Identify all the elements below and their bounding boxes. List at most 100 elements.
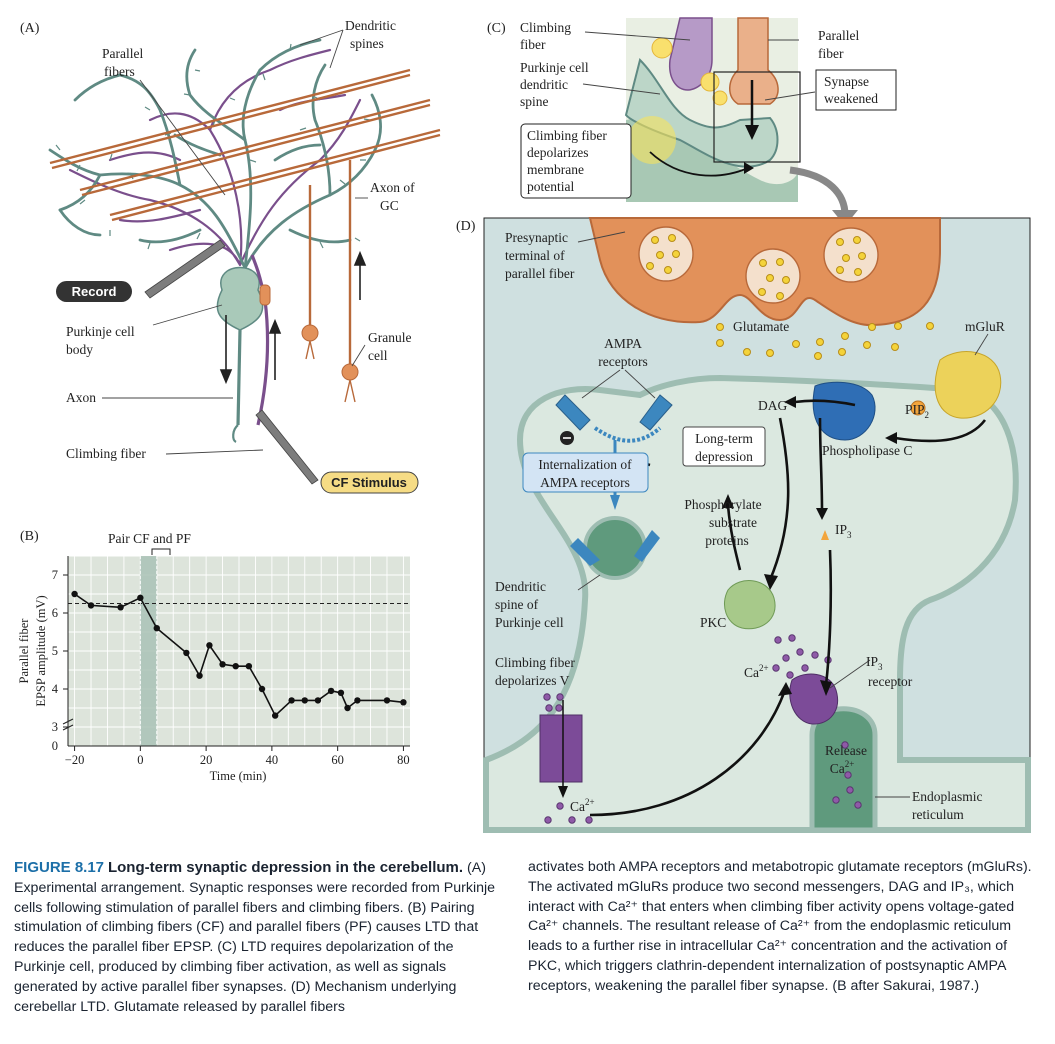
clathrin-pit [593, 426, 662, 443]
glutamate-dot [792, 340, 800, 348]
axis-break-marker [62, 718, 74, 731]
dendritic-spine-texture [55, 43, 371, 250]
calcium-ion [841, 741, 849, 749]
record-electrode [144, 239, 226, 299]
glutamate-dot [814, 352, 822, 360]
glutamate-burst [651, 37, 728, 106]
purkinje-axon-terminal [232, 424, 239, 443]
glutamate-vesicle-dot [766, 274, 774, 282]
glutamate-vesicle-dot [854, 268, 862, 276]
panel-d-leaders [577, 231, 989, 798]
calcium-ion [555, 704, 563, 712]
panel-a-leaders [102, 29, 368, 455]
label-axon: Axon [66, 390, 96, 405]
label-d-pip2: PIP2 [905, 402, 929, 420]
label-d-pkc: PKC [700, 615, 726, 630]
record-badge [56, 281, 132, 302]
caption-title: Long-term synaptic depression in the cer… [107, 859, 464, 876]
x-axis-label: Time (min) [210, 769, 267, 783]
x-tick-label: 60 [331, 753, 344, 767]
glutamate-vesicle-dot [776, 258, 784, 266]
depolarization-arrow [649, 151, 749, 177]
glutamate-dot [863, 341, 871, 349]
cf-stimulus-label: CF Stimulus [331, 475, 407, 490]
ampa-receptors-membrane [555, 394, 673, 431]
y-tick-label: 3 [52, 720, 58, 734]
endoplasmic-reticulum [809, 706, 878, 833]
zoom-arrow [789, 166, 849, 216]
y-zero-label: 0 [52, 739, 58, 753]
panel-c-leaders [582, 31, 816, 101]
glutamate-vesicle-dot [758, 288, 766, 296]
purkinje-cell-body [216, 266, 264, 331]
calcium-ion [811, 651, 819, 659]
synapse-arrow-head [745, 125, 759, 140]
glutamate-dot [894, 322, 902, 330]
synapse-highlight-box [713, 71, 801, 163]
label-d-plc: Phospholipase C [822, 443, 912, 458]
glutamate-vesicle-dot [842, 254, 850, 262]
phospholipase-c [812, 381, 876, 441]
glutamate-vesicle-dot [651, 236, 659, 244]
caption-left-column: FIGURE 8.17 Long-term synaptic depressio… [14, 858, 504, 1017]
glutamate-dot [716, 323, 724, 331]
glutamate-vesicle-dot [656, 251, 664, 259]
glutamate-dot [743, 348, 751, 356]
y-axis-label-line1: Parallel fiber [17, 618, 31, 684]
panel-c-parallel-fiber [729, 17, 779, 105]
granule-cell-dendrites [305, 340, 356, 403]
panel-c-climbing-fiber [668, 17, 713, 91]
cf-stimulus-badge [320, 471, 419, 494]
label-d-ca-cytosol: Ca2+ [744, 663, 769, 680]
y-axis-label-line2: EPSP amplitude (mV) [34, 595, 48, 706]
data-point [219, 661, 226, 668]
glutamate-vesicle-dot [858, 252, 866, 260]
chart-grid [68, 555, 410, 746]
calcium-ion [585, 816, 593, 824]
data-point [344, 704, 351, 712]
glutamate-dot [816, 338, 824, 346]
caption-right-column: activates both AMPA receptors and metabo… [528, 858, 1042, 997]
glutamate-dot [838, 348, 846, 356]
data-point [245, 663, 253, 670]
x-tick-label: 80 [397, 753, 410, 767]
data-point [383, 697, 391, 704]
data-point [327, 687, 335, 695]
parallel-fibers [49, 68, 441, 222]
glutamate-dot [841, 332, 849, 340]
glutamate-vesicle-dot [853, 236, 861, 244]
panel-c-label: (C) [487, 21, 506, 36]
glutamate-vesicle-dot [646, 262, 654, 270]
label-climbing-fiber: Climbing fiber [66, 446, 146, 461]
data-point [117, 604, 124, 611]
glutamate-dot [868, 323, 876, 331]
granule-cell-body-2 [341, 363, 359, 381]
depolarization-arrow-head [744, 162, 754, 174]
epsp-series-line [74, 593, 404, 717]
data-point [206, 642, 213, 649]
data-point [288, 697, 295, 704]
data-point [196, 672, 203, 679]
data-point [354, 697, 361, 704]
calcium-ion [782, 654, 790, 662]
calcium-ion [846, 786, 854, 794]
internalized-vesicle [583, 516, 647, 580]
panel-d-label: (D) [456, 219, 476, 234]
calcium-ion [543, 693, 551, 701]
calcium-ion [796, 648, 804, 656]
calcium-ion [854, 801, 862, 809]
glutamate-vesicle-dot [836, 266, 844, 274]
x-tick-label: 0 [137, 753, 143, 767]
y-tick-label: 4 [52, 682, 59, 696]
panel-b-label: (B) [20, 529, 39, 544]
glutamate-vesicle-dot [759, 259, 767, 267]
data-point [271, 712, 279, 719]
